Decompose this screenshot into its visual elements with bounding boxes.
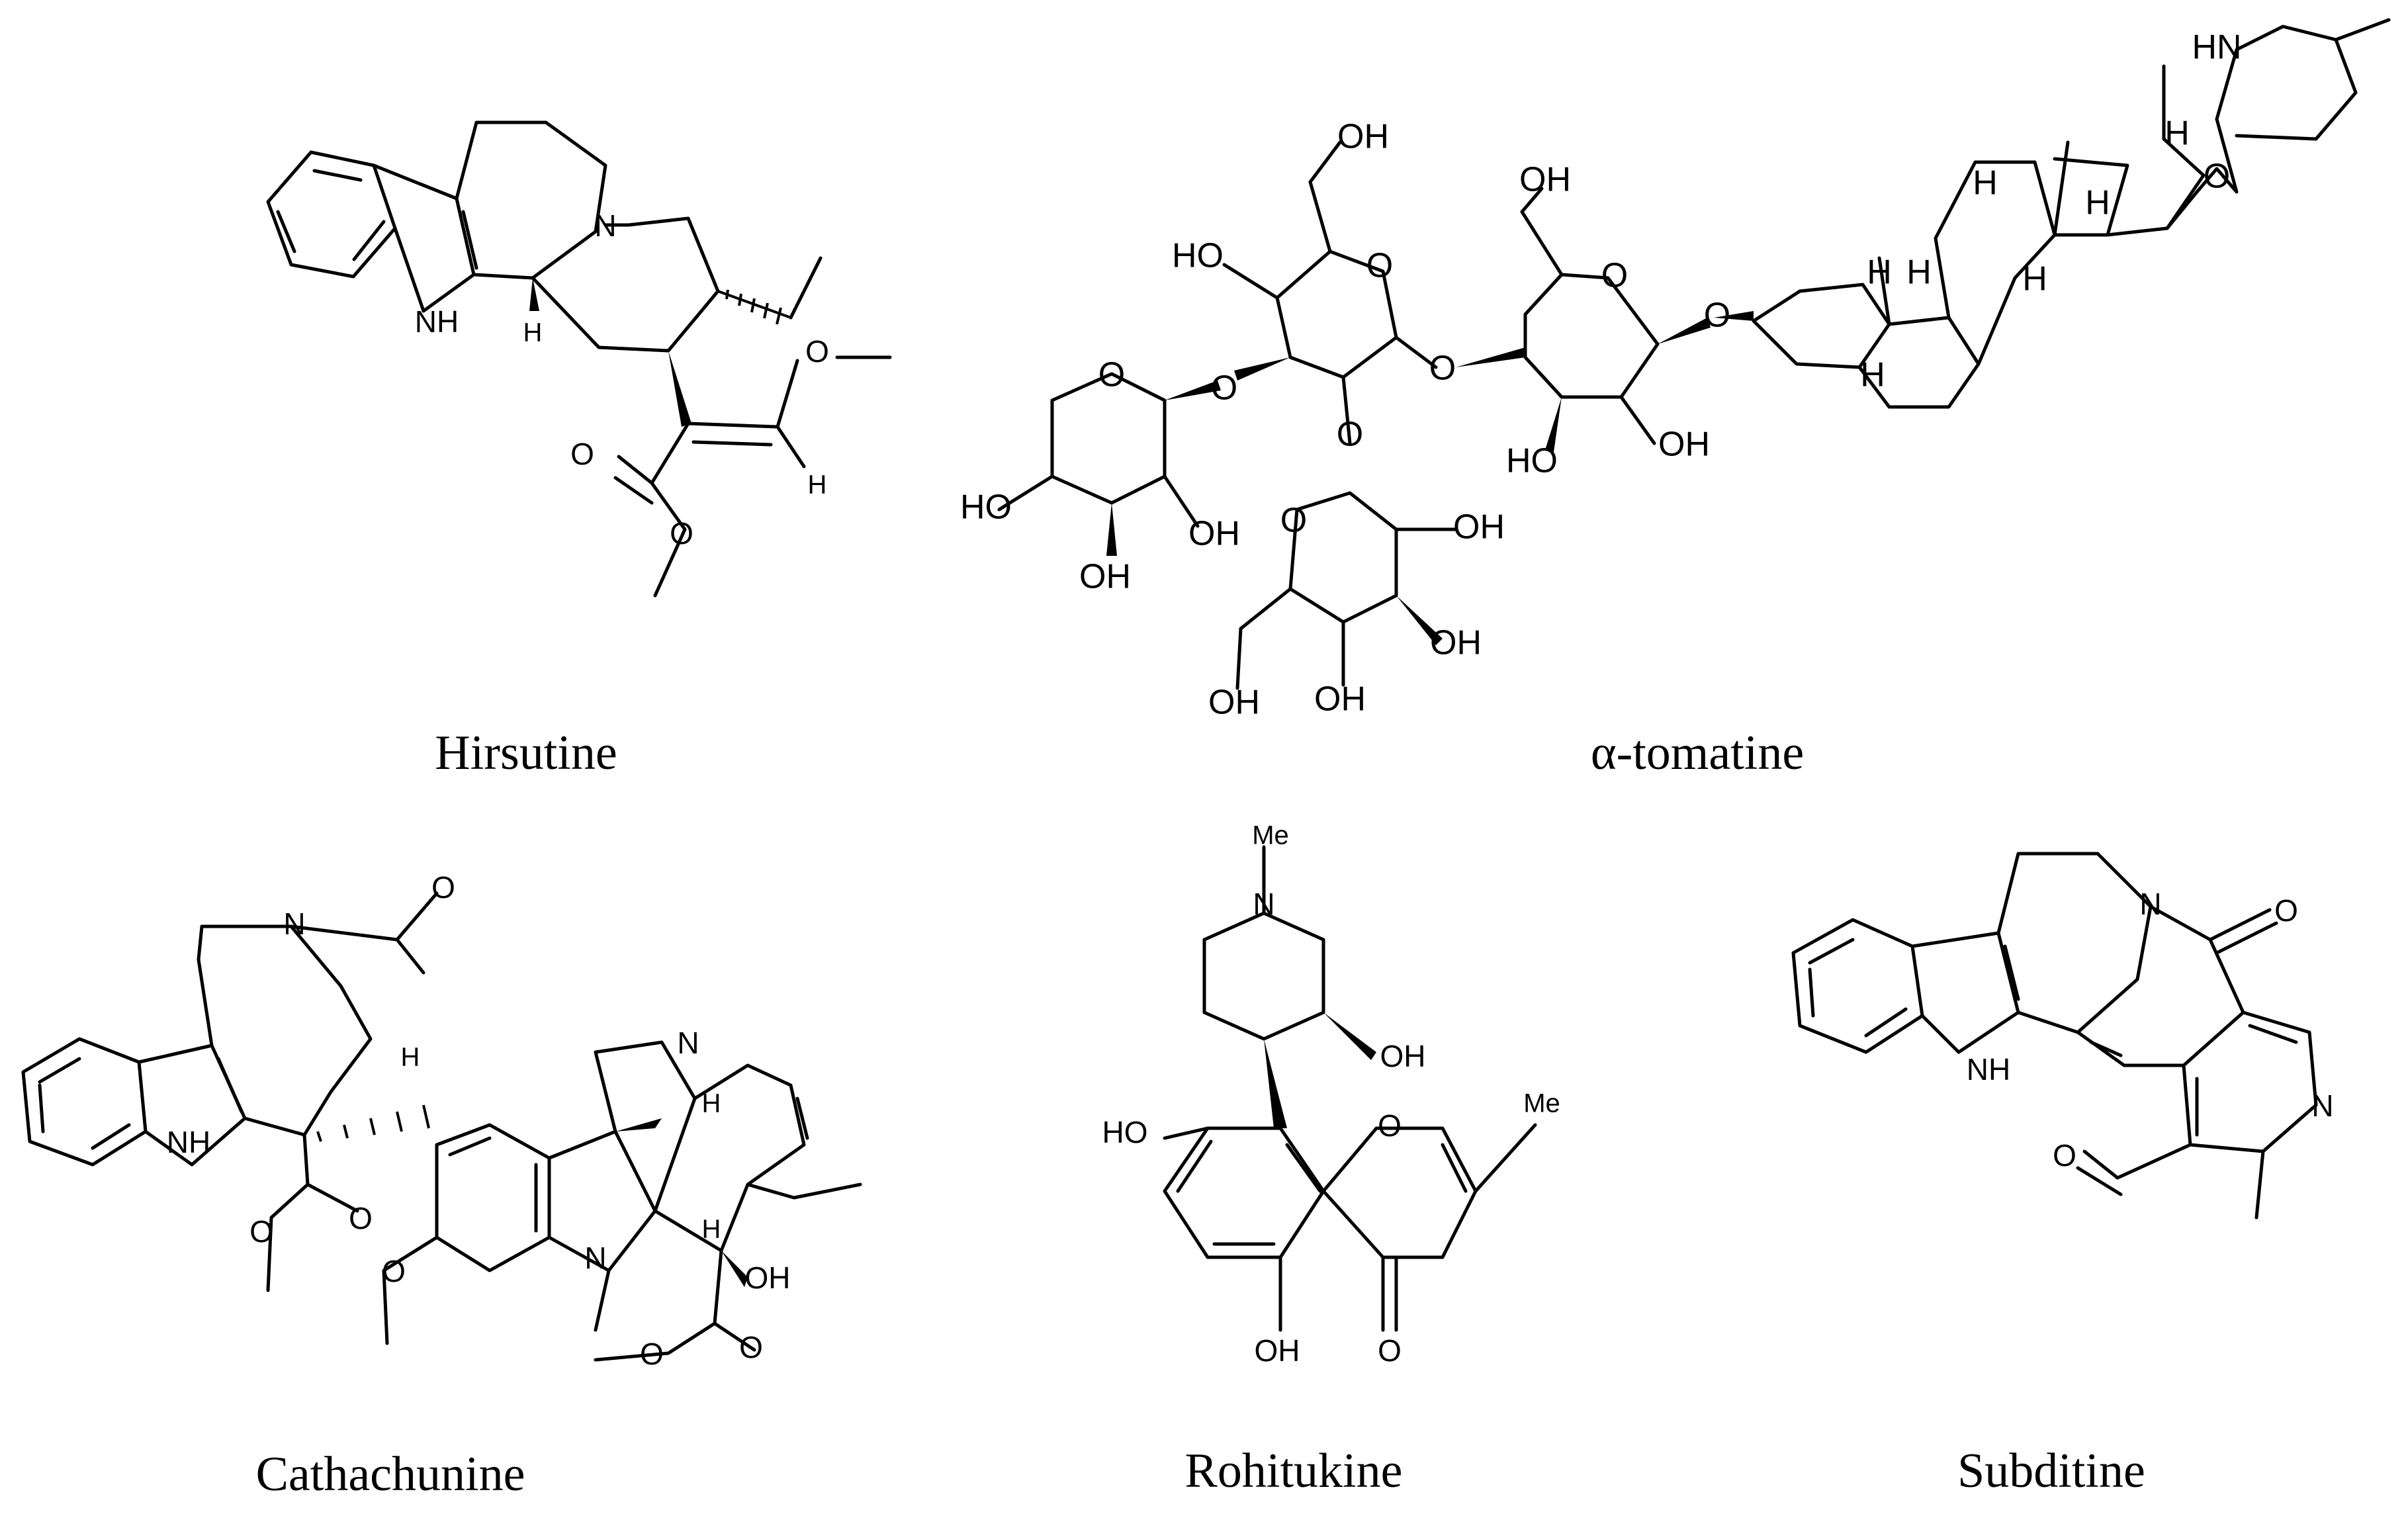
label-o: O <box>1098 356 1125 394</box>
label-oh: OH <box>1208 684 1260 722</box>
label-o: O <box>1280 502 1307 540</box>
label-n: N <box>677 1026 699 1060</box>
label-nh: NH <box>167 1125 210 1159</box>
label-h: H <box>702 1215 721 1244</box>
label-h: H <box>808 470 827 500</box>
label-o: O <box>670 516 693 551</box>
label-o: O <box>1366 247 1393 285</box>
label-h: H <box>1860 356 1885 394</box>
label-n: N <box>584 1241 606 1275</box>
label-nh: NH <box>415 304 459 339</box>
label-o: O <box>805 334 829 369</box>
label-o: O <box>1211 369 1237 408</box>
label-ho: HO <box>1102 1115 1148 1149</box>
label-oh: OH <box>1079 558 1131 596</box>
label-h: H <box>2164 114 2190 153</box>
label-h: H <box>523 318 543 347</box>
label-o: O <box>1601 257 1628 295</box>
label-oh: OH <box>745 1261 791 1295</box>
label-h: H <box>1973 164 1998 202</box>
label-n: N <box>2311 1089 2333 1123</box>
label-h: H <box>1906 253 1932 292</box>
label-oh: OH <box>1519 161 1571 199</box>
label-ho: HO <box>1506 442 1558 480</box>
subditine-structure <box>1791 852 2318 1220</box>
atom-labels: N NH H O O O H OH HO O O O O HO OH OH O … <box>167 28 2334 1371</box>
label-oh: OH <box>1337 118 1389 156</box>
label-o: O <box>739 1330 763 1364</box>
label-oh: OH <box>1314 680 1366 719</box>
cathachunine-structure <box>21 891 862 1362</box>
label-o: O <box>249 1214 273 1249</box>
label-n: N <box>2139 887 2161 921</box>
label-hn: HN <box>2192 28 2241 67</box>
label-h: H <box>2022 260 2047 298</box>
captions: Hirsutine α-tomatine Cathachunine Rohitu… <box>256 726 2145 1501</box>
hirsutine-structure <box>266 120 892 598</box>
label-o: O <box>640 1337 664 1371</box>
label-n: N <box>283 907 305 941</box>
label-o: O <box>2274 893 2298 928</box>
label-o: O <box>382 1254 406 1288</box>
label-n: N <box>1253 887 1274 921</box>
label-o: O <box>1378 1108 1402 1143</box>
label-o: O <box>1337 416 1363 454</box>
rohitukine-structure <box>1163 845 1537 1332</box>
label-me: Me <box>1252 821 1289 850</box>
label-o: O <box>1429 349 1456 388</box>
label-o: O <box>1378 1333 1402 1368</box>
label-me: Me <box>1523 1089 1560 1118</box>
label-oh: OH <box>1255 1333 1300 1368</box>
caption-tomatine: α-tomatine <box>1591 726 1804 780</box>
label-ho: HO <box>1172 237 1224 275</box>
label-oh: OH <box>1453 508 1505 547</box>
label-o: O <box>349 1201 373 1235</box>
label-nh: NH <box>1967 1052 2010 1087</box>
caption-cathachunine: Cathachunine <box>256 1447 525 1501</box>
label-o: O <box>2204 157 2230 196</box>
label-ho: HO <box>960 488 1012 527</box>
caption-rohitukine: Rohitukine <box>1185 1444 1403 1498</box>
label-n: N <box>594 208 616 243</box>
label-o: O <box>1704 296 1730 335</box>
label-h: H <box>2085 184 2110 222</box>
label-oh: OH <box>1658 425 1710 464</box>
label-h: H <box>702 1089 721 1118</box>
label-o: O <box>570 437 594 471</box>
label-h: H <box>401 1043 420 1072</box>
caption-hirsutine: Hirsutine <box>435 726 617 780</box>
label-h: H <box>1867 253 1892 292</box>
caption-subditine: Subditine <box>1957 1444 2145 1498</box>
label-oh: OH <box>1188 515 1240 553</box>
label-oh: OH <box>1380 1039 1426 1073</box>
label-oh: OH <box>1430 624 1482 662</box>
label-o: O <box>2053 1138 2076 1173</box>
tomatine-structure <box>997 18 2391 690</box>
label-o: O <box>431 870 455 905</box>
